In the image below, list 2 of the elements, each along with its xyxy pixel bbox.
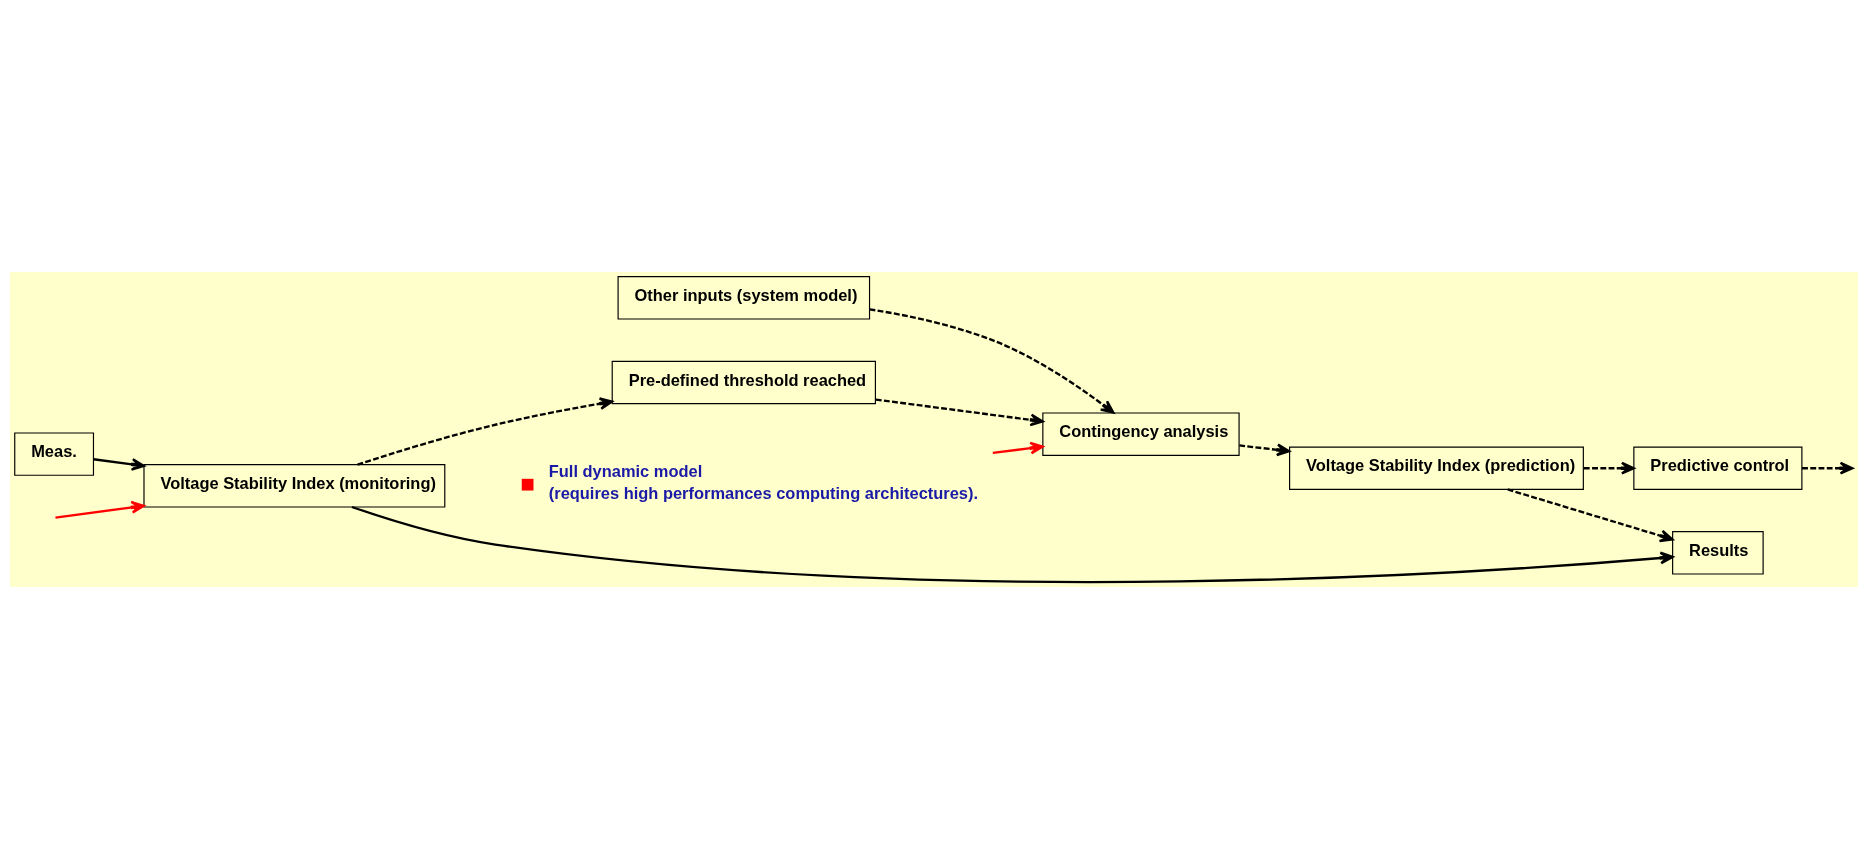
node-label: (requires high performances computing architectures). [548, 483, 979, 502]
node-label: Full dynamic model [548, 461, 703, 480]
